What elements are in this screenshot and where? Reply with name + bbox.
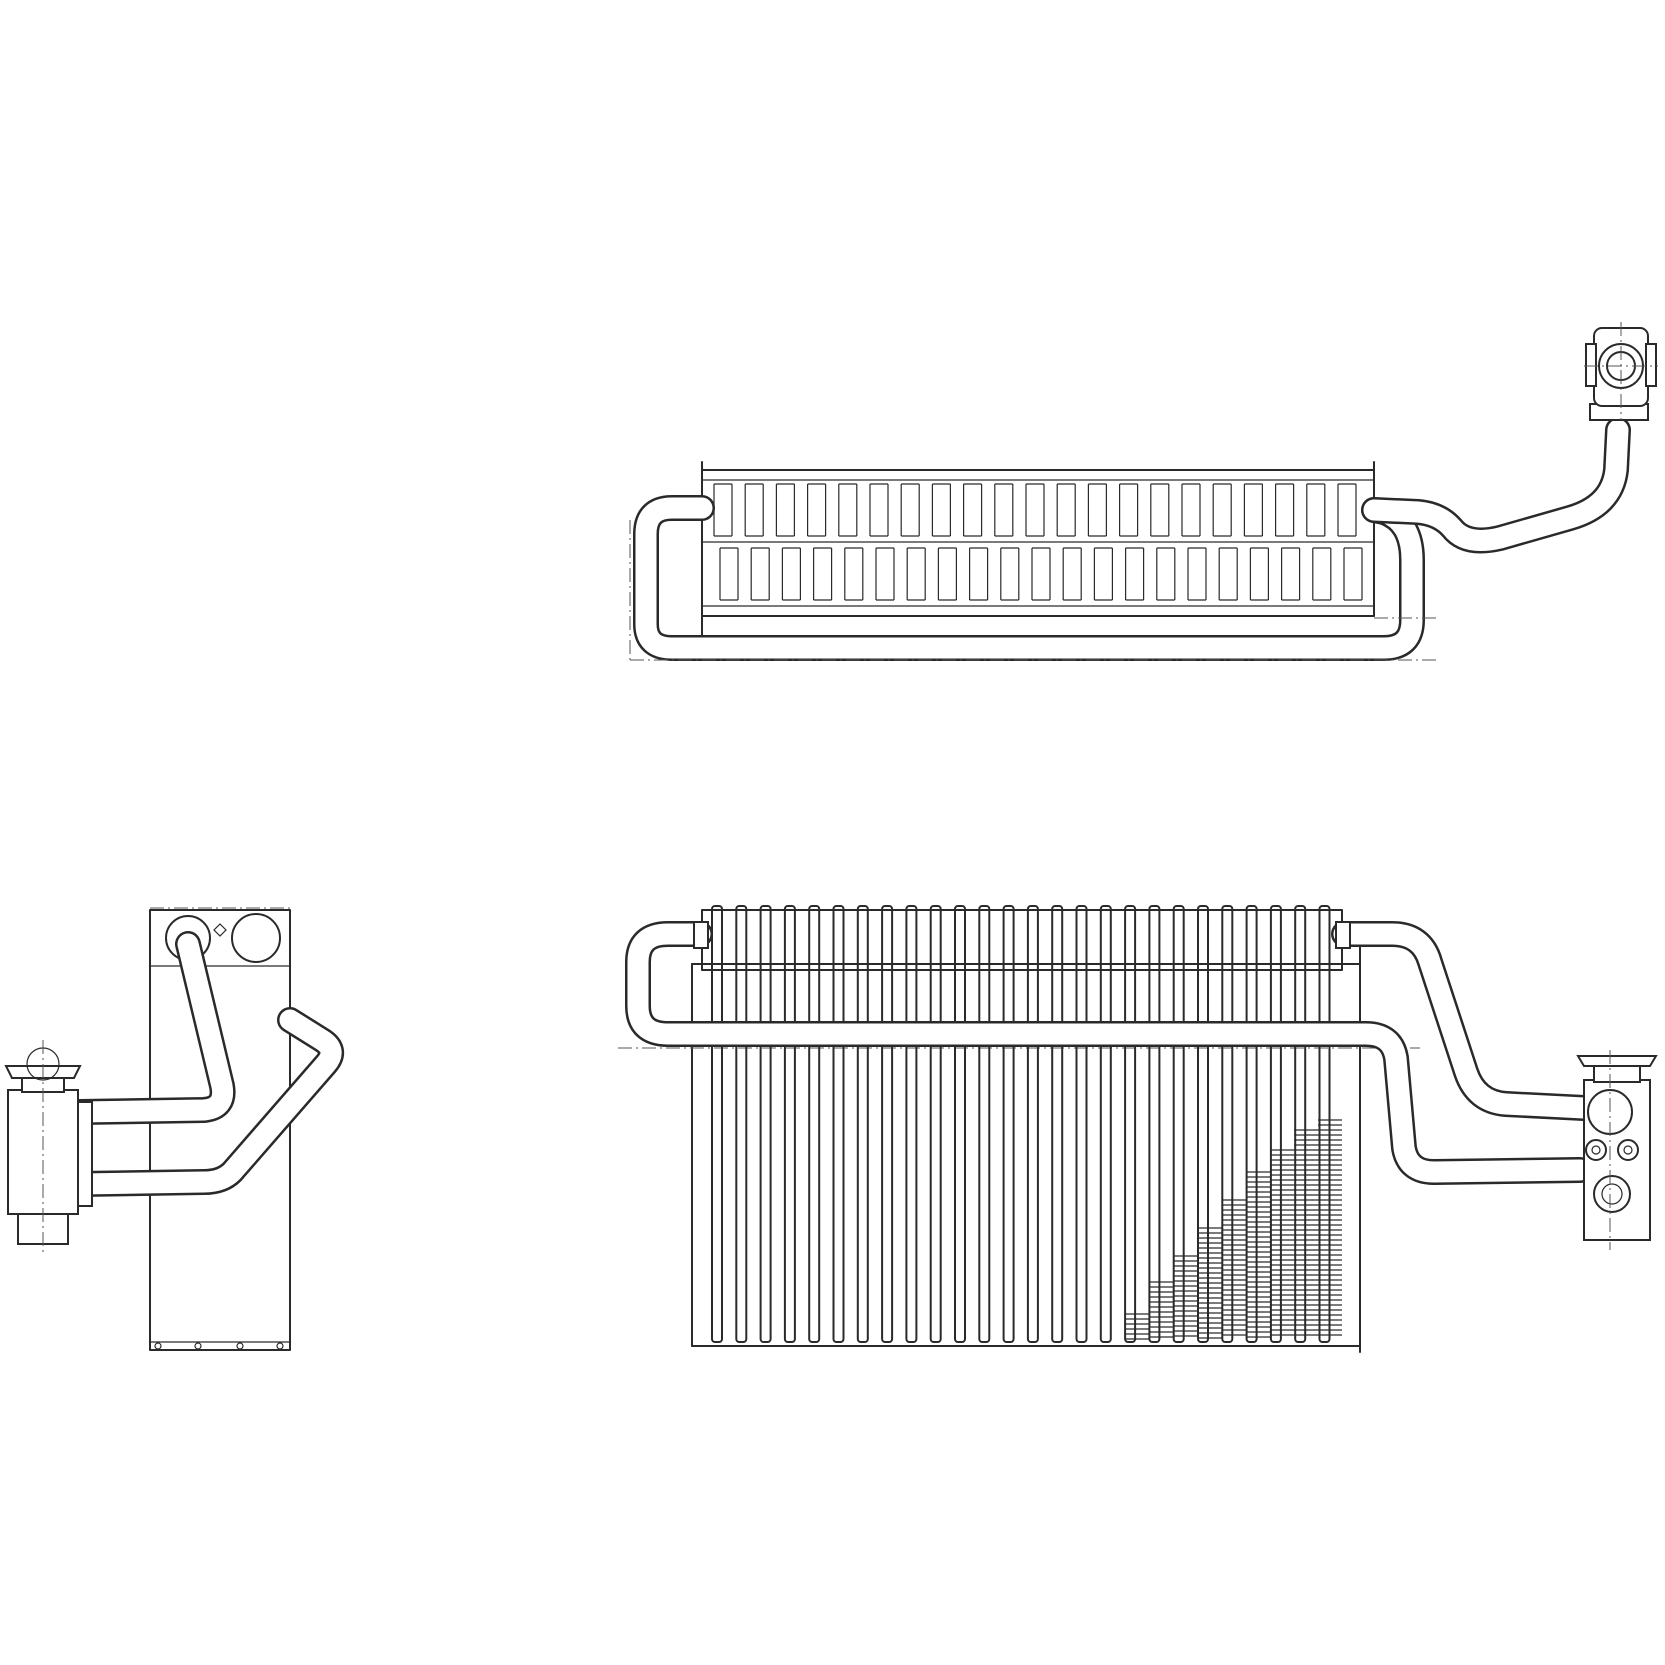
front-tube-plate — [1124, 905, 1137, 1343]
front-tube-plate — [1026, 905, 1039, 1343]
front-tube-plate — [808, 905, 821, 1343]
front-tube-plate — [1245, 905, 1258, 1343]
top-fin-cell-lower — [1125, 547, 1145, 601]
top-fin-cell-upper — [963, 483, 983, 537]
front-view-left-stub — [693, 921, 709, 949]
front-view-valve-cap — [1576, 1055, 1658, 1067]
top-fin-cell-upper — [744, 483, 764, 537]
front-view-valve-bolt-right — [1617, 1139, 1639, 1161]
front-tube-plate — [978, 905, 991, 1343]
front-tube-plate — [711, 905, 723, 1343]
front-tube-plate — [1221, 905, 1234, 1343]
front-tube-plate — [1172, 905, 1185, 1343]
top-view — [629, 322, 1658, 661]
front-view-right-stub — [1335, 921, 1351, 949]
front-tube-plate — [783, 905, 796, 1343]
front-tube-plate — [735, 905, 748, 1343]
top-fin-cell-lower — [719, 547, 739, 601]
top-fin-cell-upper — [994, 483, 1014, 537]
top-fin-cell-upper — [1212, 483, 1232, 537]
top-fin-cell-lower — [1187, 547, 1207, 601]
front-tube-plate — [1294, 905, 1307, 1343]
top-fin-cell-upper — [713, 483, 733, 537]
top-fin-cell-lower — [750, 547, 770, 601]
top-fin-cell-upper — [931, 483, 951, 537]
top-view-flange-ear-left — [1585, 343, 1597, 387]
top-fin-cell-upper — [1087, 483, 1107, 537]
top-fin-cell-lower — [1093, 547, 1113, 601]
side-view-valve-flange — [77, 1101, 93, 1207]
front-view — [618, 905, 1658, 1353]
front-view-valve-bolt-left — [1585, 1139, 1607, 1161]
front-tube-plate — [759, 905, 772, 1343]
top-fin-cell-lower — [875, 547, 895, 601]
top-fin-cell-lower — [1281, 547, 1301, 601]
front-view-valve-port-lower — [1593, 1175, 1631, 1213]
top-fin-cell-lower — [1312, 547, 1332, 601]
top-fin-cell-upper — [1150, 483, 1170, 537]
front-tube-plate — [1051, 905, 1064, 1343]
top-fin-cell-lower — [813, 547, 833, 601]
side-view-core-body — [149, 909, 291, 1351]
top-view-core-frame — [701, 469, 1375, 617]
top-fin-cell-lower — [844, 547, 864, 601]
front-tube-plate — [1318, 905, 1331, 1343]
front-tube-plate — [929, 905, 942, 1343]
front-tube-plate — [856, 905, 869, 1343]
side-view — [4, 907, 345, 1351]
top-fin-cell-lower — [1249, 547, 1269, 601]
top-fin-cell-lower — [969, 547, 989, 601]
top-fin-cell-upper — [869, 483, 889, 537]
top-fin-cell-upper — [1119, 483, 1139, 537]
top-view-return-tube — [633, 495, 1425, 661]
front-tube-plate — [1269, 905, 1282, 1343]
top-fin-cell-upper — [807, 483, 827, 537]
top-fin-cell-upper — [1275, 483, 1295, 537]
top-fin-cell-upper — [838, 483, 858, 537]
top-fin-cell-upper — [1181, 483, 1201, 537]
top-fin-cell-lower — [1156, 547, 1176, 601]
top-fin-cell-lower — [1343, 547, 1363, 601]
top-fin-cell-lower — [1000, 547, 1020, 601]
top-fin-cell-upper — [1025, 483, 1045, 537]
front-tube-plate — [1075, 905, 1088, 1343]
side-view-outlet-port — [231, 913, 281, 963]
top-fin-cell-upper — [900, 483, 920, 537]
front-tube-plate — [1002, 905, 1015, 1343]
top-fin-cell-upper — [1306, 483, 1326, 537]
front-view-fin-hatching — [1126, 1119, 1342, 1340]
top-fin-cell-lower — [1031, 547, 1051, 601]
front-tube-plate — [1197, 905, 1209, 1343]
top-fin-cell-lower — [781, 547, 801, 601]
top-fin-cell-lower — [937, 547, 957, 601]
front-tube-plate — [954, 905, 966, 1343]
top-fin-cell-upper — [775, 483, 795, 537]
top-fin-cell-upper — [1056, 483, 1076, 537]
front-view-tube-plates — [711, 905, 1331, 1343]
front-tube-plate — [905, 905, 918, 1343]
top-fin-cell-upper — [1243, 483, 1263, 537]
front-tube-plate — [1099, 905, 1112, 1343]
top-fin-cell-lower — [1062, 547, 1082, 601]
top-fin-cell-lower — [1218, 547, 1238, 601]
top-view-flange-ear-right — [1645, 343, 1657, 387]
front-tube-plate — [1148, 905, 1161, 1343]
front-tube-plate — [881, 905, 894, 1343]
top-fin-cell-upper — [1337, 483, 1357, 537]
front-tube-plate — [832, 905, 845, 1343]
top-fin-cell-lower — [906, 547, 926, 601]
